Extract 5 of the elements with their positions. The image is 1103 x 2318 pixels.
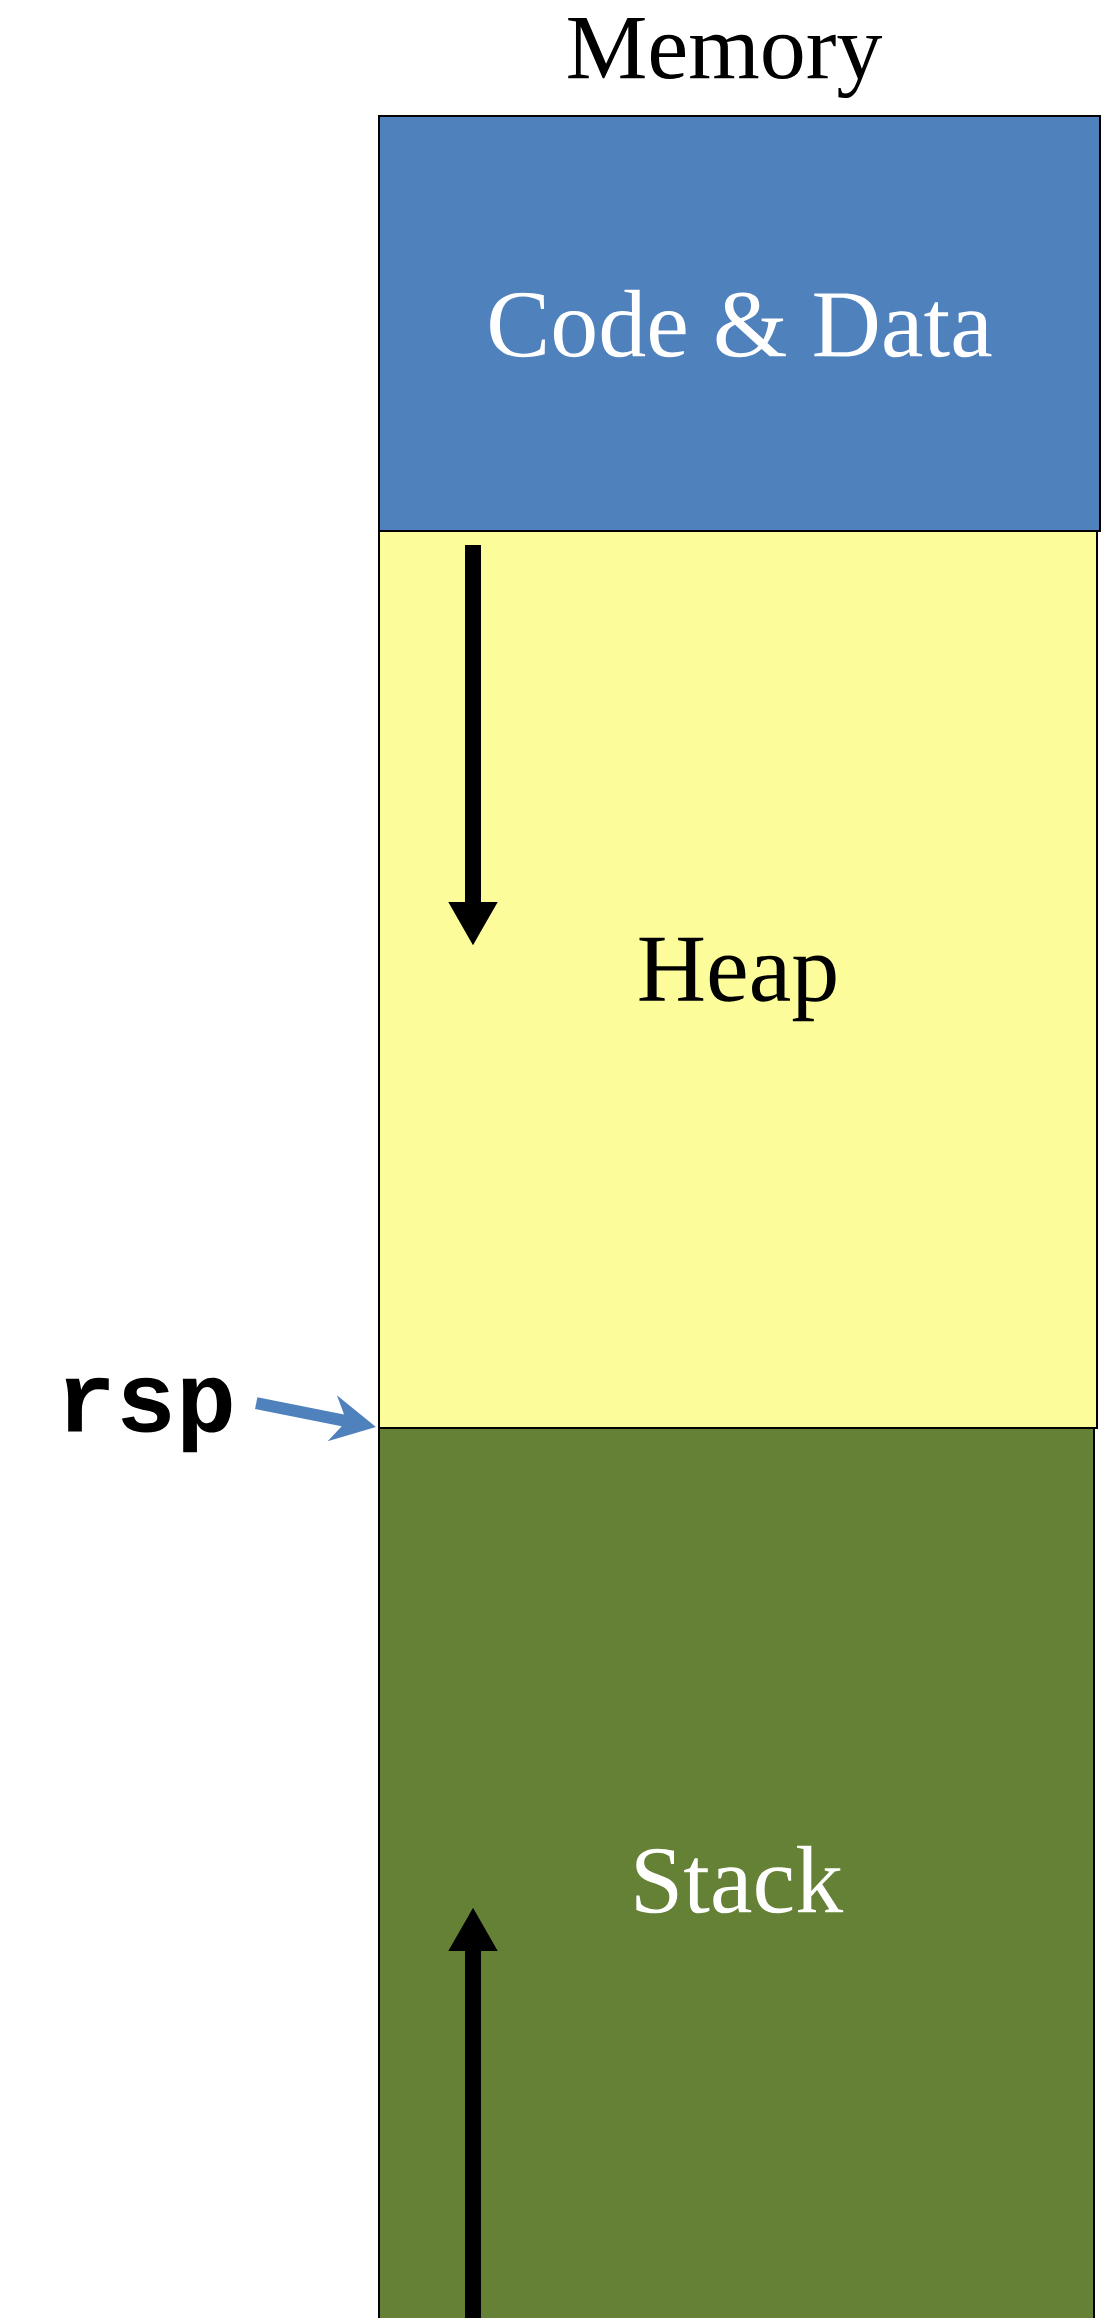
title: Memory	[568, 17, 883, 99]
memory-segment: Stack	[378, 1427, 1095, 2318]
memory-segment: Heap	[378, 530, 1098, 1429]
memory-segment: Code & Data	[378, 115, 1101, 532]
register-label: rsp	[65, 1377, 232, 1453]
